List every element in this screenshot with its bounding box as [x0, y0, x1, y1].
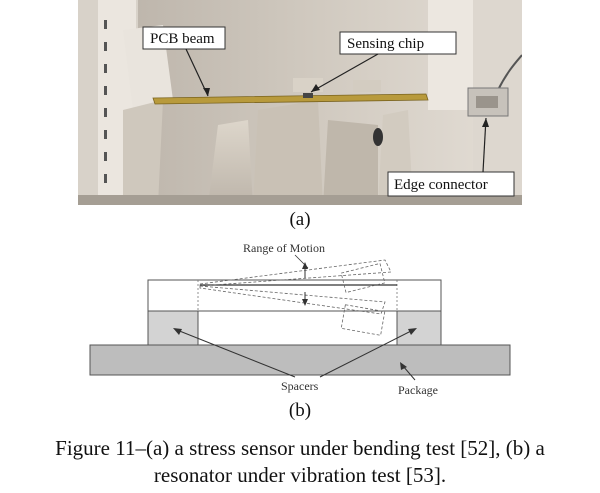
figure-caption-line-1: Figure 11–(a) a stress sensor under bend… — [55, 436, 545, 460]
subfigure-a-label: (a) — [289, 209, 311, 230]
package-label: Package — [398, 383, 438, 397]
range-of-motion-label: Range of Motion — [243, 241, 325, 255]
package-base — [89, 344, 511, 376]
edge-connector-label-box — [387, 171, 515, 197]
sensing-chip-label: Sensing chip — [347, 36, 424, 52]
edge-connector-label: Edge connector — [394, 177, 488, 193]
pcb-beam-label-box — [142, 26, 226, 50]
pcb-beam-label: PCB beam — [150, 31, 215, 47]
sensing-chip-arrow — [310, 53, 379, 93]
vibration-test-diagram-svg: Range of Motion Spacers Package — [89, 241, 511, 397]
spacers-label: Spacers — [281, 379, 319, 393]
vibration-test-diagram: Range of Motion Spacers Package — [85, 238, 515, 398]
subfigure-b-label: (b) — [288, 400, 312, 421]
bending-test-photo-image: PCB beam Sensing chip Edge connector — [78, 0, 522, 205]
sensing-chip-label-box — [339, 31, 457, 55]
bending-test-photo: PCB beam Sensing chip Edge connector — [78, 0, 522, 205]
spacer-right — [396, 310, 442, 346]
figure-caption: Figure 11–(a) a stress sensor under bend… — [10, 435, 590, 489]
figure-caption-line-2: resonator under vibration test [53]. — [153, 463, 447, 487]
